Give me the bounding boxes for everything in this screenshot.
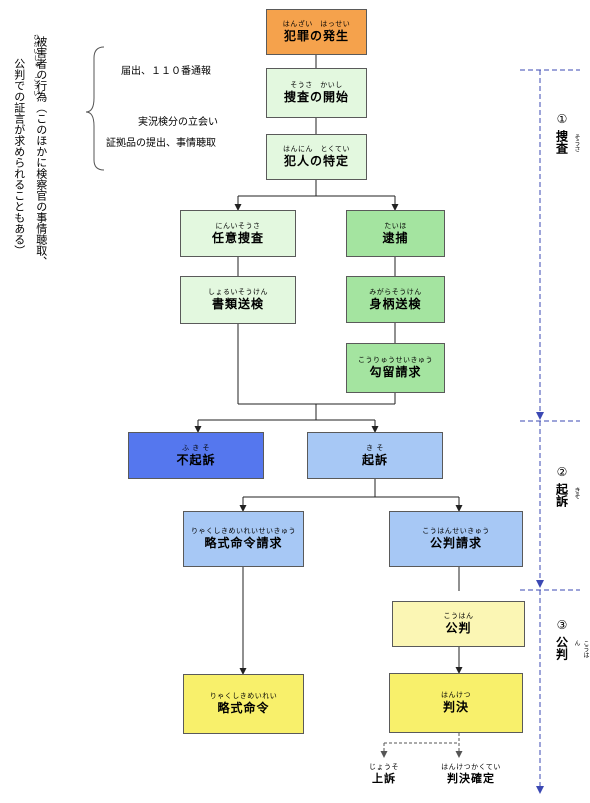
box-ruby: はんにん とくてい xyxy=(282,145,351,154)
box-custody-referral: みがらそうけん 身柄送検 xyxy=(346,276,445,323)
box-detention-request: こうりゅうせいきゅう 勾留請求 xyxy=(346,343,445,393)
box-label: 起訴 xyxy=(361,452,388,467)
victim-ruby-koui: こうい xyxy=(32,76,39,97)
box-label: 任意捜査 xyxy=(211,230,264,245)
box-ruby: こうはん xyxy=(443,612,474,621)
phase-number: ① xyxy=(556,112,568,126)
victim-action-note-line2: 公判での証言が求められることもある） xyxy=(12,58,26,256)
phase-ruby: そうさ xyxy=(573,134,580,152)
box-ruby: こうはんせいきゅう xyxy=(422,527,490,536)
box-ruby: しょるいそうけん xyxy=(208,288,268,297)
box-ruby: そうさ かいし xyxy=(290,81,343,90)
label-ruby: じょうそ xyxy=(369,763,399,771)
box-label: 書類送検 xyxy=(211,297,264,312)
victim-action-note-line1: 被害者の行為（このほかに検察官の事情聴取、 xyxy=(34,36,48,267)
box-label: 判決 xyxy=(442,700,469,715)
box-ruby: みがらそうけん xyxy=(369,287,422,296)
phase-number: ③ xyxy=(556,618,568,632)
box-non-prosecution: ふ き そ 不起訴 xyxy=(128,432,264,479)
phase-trial: ③ 公判 こうはん xyxy=(550,618,590,660)
box-label: 不起訴 xyxy=(176,452,216,467)
box-label: 犯罪の発生 xyxy=(283,29,349,44)
box-ruby: にんいそうさ xyxy=(215,221,261,230)
box-document-referral: しょるいそうけん 書類送検 xyxy=(180,276,296,324)
box-label: 略式命令 xyxy=(217,701,270,716)
box-trial-request: こうはんせいきゅう 公判請求 xyxy=(389,511,523,567)
box-ruby: はんざい はっせい xyxy=(282,20,351,29)
label-judgment-finalized: はんけつかくてい 判決確定 xyxy=(426,763,516,785)
box-label: 勾留請求 xyxy=(369,365,422,380)
box-trial: こうはん 公判 xyxy=(392,601,525,647)
box-label: 身柄送検 xyxy=(369,296,422,311)
phase-label: 捜査 xyxy=(554,130,569,154)
box-arrest: たいほ 逮捕 xyxy=(346,210,445,257)
box-ruby: たいほ xyxy=(384,221,407,230)
box-label: 公判請求 xyxy=(429,536,482,551)
label-ruby: はんけつかくてい xyxy=(441,763,501,771)
box-prosecution: き そ 起訴 xyxy=(307,432,443,479)
phase-ruby: きそ xyxy=(573,487,580,499)
box-judgment: はんけつ 判決 xyxy=(389,673,523,733)
phase-number: ② xyxy=(556,465,568,479)
box-summary-order-request: りゃくしきめいれいせいきゅう 略式命令請求 xyxy=(183,511,304,567)
box-ruby: はんけつ xyxy=(441,691,471,700)
phase-ruby: こうはん xyxy=(573,640,589,658)
phase-label: 公判 xyxy=(554,636,569,660)
note-evidence: 証拠品の提出、事情聴取 xyxy=(106,138,216,149)
note-report: 届出、１１０番通報 xyxy=(121,66,211,77)
label-text: 上訴 xyxy=(372,771,396,785)
box-voluntary-investigation: にんいそうさ 任意捜査 xyxy=(180,210,296,257)
box-label: 公判 xyxy=(445,621,472,636)
box-label: 犯人の特定 xyxy=(283,154,349,169)
phase-investigation: ① 捜査 そうさ xyxy=(550,112,581,154)
label-appeal: じょうそ 上訴 xyxy=(356,763,412,785)
box-identify-culprit: はんにん とくてい 犯人の特定 xyxy=(266,134,367,180)
box-label: 捜査の開始 xyxy=(283,90,349,105)
box-label: 略式命令請求 xyxy=(204,536,283,551)
box-label: 逮捕 xyxy=(382,230,409,245)
phase-prosecution: ② 起訴 きそ xyxy=(550,465,581,507)
box-ruby: ふ き そ xyxy=(182,443,210,452)
box-crime-occurrence: はんざい はっせい 犯罪の発生 xyxy=(266,9,367,55)
box-ruby: りゃくしきめいれいせいきゅう xyxy=(191,527,296,536)
box-investigation-start: そうさ かいし 捜査の開始 xyxy=(266,68,367,118)
phase-label: 起訴 xyxy=(554,483,569,507)
box-ruby: き そ xyxy=(366,443,384,452)
note-inspection: 実況検分の立会い xyxy=(138,117,218,128)
label-text: 判決確定 xyxy=(447,771,495,785)
box-summary-order: りゃくしきめいれい 略式命令 xyxy=(183,674,304,734)
box-ruby: りゃくしきめいれい xyxy=(209,692,278,701)
victim-ruby-higaisha: ひがいしゃ xyxy=(32,34,39,69)
box-ruby: こうりゅうせいきゅう xyxy=(358,356,433,365)
